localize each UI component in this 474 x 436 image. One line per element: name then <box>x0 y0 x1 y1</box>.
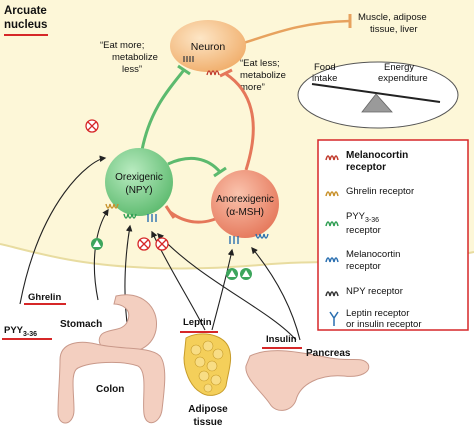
eat-more-line1: “Eat more; <box>100 40 144 51</box>
orexigenic-ghrelin-receptor-icon <box>105 203 119 209</box>
insulin-to-anorexigenic-line <box>251 246 301 341</box>
orexigenic-to-anorexigenic <box>167 156 222 174</box>
pancreas-label: Pancreas <box>306 348 351 359</box>
ghrelin-receptor-icon <box>325 191 339 197</box>
legend-item-6-line1: Leptin receptor <box>346 308 409 319</box>
legend-item-npy: NPY receptor <box>325 286 403 297</box>
target-line2: tissue, liver <box>370 24 418 35</box>
eat-more-line2: metabolize <box>112 52 158 63</box>
legend-item-leptin-insulin: Leptin receptor or insulin receptor <box>329 308 422 330</box>
neuron-label: Neuron <box>191 41 226 53</box>
stomach-signal-line <box>124 224 133 331</box>
inhibitory-terminal-red <box>164 205 176 219</box>
anorexigenic-cell: Anorexigenic (α-MSH) <box>211 170 279 244</box>
eat-less-line1: “Eat less; <box>240 58 280 69</box>
leptin-insulin-receptor-icon <box>329 311 339 326</box>
anorexigenic-terminal <box>219 68 233 78</box>
legend-item-3-line2: receptor <box>346 225 381 236</box>
legend-item-pyy: PYY3-36 receptor <box>325 211 381 236</box>
energy-balance-scale: Food intake Energy expenditure <box>297 61 459 129</box>
legend: Melanocortin receptor Ghrelin receptor P… <box>317 139 469 331</box>
stomach-illustration <box>98 294 157 354</box>
region-title-line2: nucleus <box>4 19 47 31</box>
neuron: Neuron <box>170 20 246 76</box>
neuron-axon <box>239 19 351 46</box>
balance-left-line1: Food <box>314 62 336 73</box>
legend-item-5-line1: NPY receptor <box>346 286 403 297</box>
ghrelin-label: Ghrelin <box>28 292 61 303</box>
anorexigenic-label-line1: Anorexigenic <box>216 194 274 205</box>
balance-left-line2: intake <box>312 73 337 84</box>
eat-less-line2: metabolize <box>240 70 286 81</box>
pancreas-illustration <box>245 350 370 411</box>
region-title-line1: Arcuate <box>4 5 47 17</box>
anorexigenic-axon <box>225 72 255 171</box>
orexigenic-cell: Orexigenic (NPY) <box>105 148 173 222</box>
legend-item-3-line1: PYY3-36 <box>346 211 379 224</box>
melanocortin-blue-receptor-icon <box>325 257 339 263</box>
orexigenic-label-line2: (NPY) <box>125 185 152 196</box>
stomach-label: Stomach <box>60 319 102 330</box>
orexigenic-axon <box>140 69 186 151</box>
pyy-label: PYY3-36 <box>4 325 37 338</box>
legend-item-4-line2: receptor <box>346 261 381 272</box>
adipose-label-line2: tissue <box>194 417 223 428</box>
neuron-melanocortin-receptor-icon <box>206 70 220 76</box>
colon-illustration <box>57 341 166 424</box>
balance-beam <box>311 83 441 103</box>
stimulation-symbol-1 <box>91 238 103 250</box>
orexigenic-pyy-receptor-icon <box>123 213 137 219</box>
balance-right-line2: expenditure <box>378 73 428 84</box>
pyy-signal-line <box>19 155 107 305</box>
melanocortin-receptor-icon <box>325 155 339 161</box>
eat-less-line3: more” <box>240 82 265 93</box>
eat-more-line3: less” <box>122 64 142 75</box>
inhibition-symbol-1 <box>85 119 99 133</box>
adipose-label-line1: Adipose <box>188 404 228 415</box>
balance-right-line1: Energy <box>384 62 414 73</box>
orexigenic-terminal <box>177 64 191 76</box>
npy-receptor-icon <box>325 291 339 297</box>
legend-item-melanocortin-blue: Melanocortin receptor <box>325 249 400 272</box>
inhibition-symbol-2 <box>137 237 151 251</box>
legend-item-1-line2: receptor <box>346 162 386 173</box>
balance-fulcrum <box>361 93 393 113</box>
legend-item-2-line1: Ghrelin receptor <box>346 186 414 197</box>
leptin-label: Leptin <box>183 317 212 328</box>
anorexigenic-leptin-receptor-icon <box>229 236 239 244</box>
orexigenic-label-line1: Orexigenic <box>115 172 163 183</box>
legend-item-ghrelin: Ghrelin receptor <box>325 186 414 197</box>
legend-item-melanocortin-red: Melanocortin receptor <box>325 150 408 173</box>
pyy-receptor-icon <box>325 221 339 227</box>
orexigenic-leptin-receptor-icon <box>147 214 157 222</box>
colon-label: Colon <box>96 384 124 395</box>
anorexigenic-melanocortin-receptor-icon <box>255 233 269 239</box>
insulin-to-orexigenic-line <box>157 233 297 341</box>
neuron-npy-receptor-icon <box>183 56 194 62</box>
inhibition-symbol-3 <box>155 237 169 251</box>
legend-item-1-line1: Melanocortin <box>346 150 408 161</box>
inhibitory-terminal-green <box>213 166 227 178</box>
stimulation-symbol-3 <box>240 268 252 280</box>
legend-item-6-line2: or insulin receptor <box>346 319 422 330</box>
target-line1: Muscle, adipose <box>358 12 427 23</box>
stimulation-symbol-2 <box>226 268 238 280</box>
adipose-tissue-illustration <box>183 333 232 396</box>
insulin-label: Insulin <box>266 334 297 345</box>
legend-item-4-line1: Melanocortin <box>346 249 400 260</box>
anorexigenic-label-line2: (α-MSH) <box>226 207 264 218</box>
